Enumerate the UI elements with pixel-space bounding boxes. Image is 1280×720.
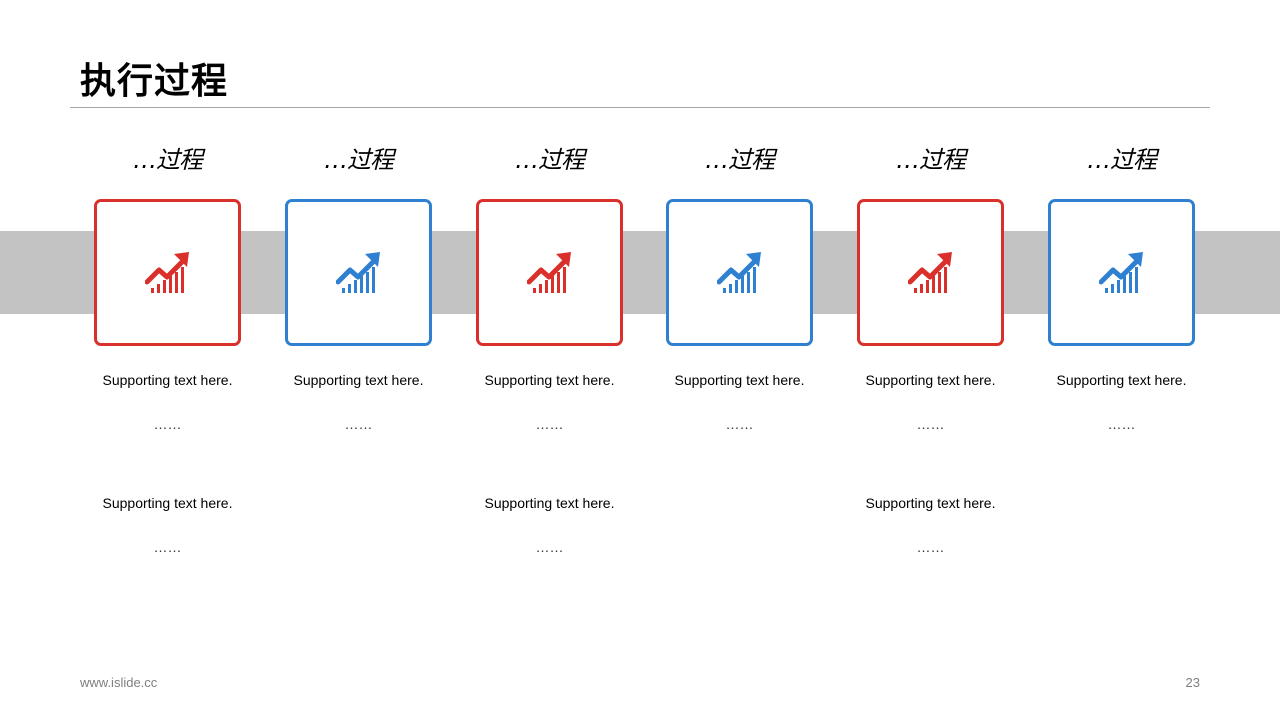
step-heading: …过程 bbox=[1087, 146, 1157, 174]
step-card bbox=[857, 199, 1004, 346]
process-step: …过程 Supporting text here. …… Supporting tex… bbox=[857, 0, 1004, 720]
process-step: …过程 Supporting text here. …… bbox=[666, 0, 813, 720]
process-step: …过程 Supporting text here. …… Supporting tex… bbox=[94, 0, 241, 720]
process-step: …过程 Supporting text here. …… Supporting tex… bbox=[476, 0, 623, 720]
ellipsis-text: …… bbox=[916, 416, 945, 432]
ellipsis-text: …… bbox=[153, 539, 182, 555]
step-heading: …过程 bbox=[705, 146, 775, 174]
ellipsis-text: …… bbox=[153, 416, 182, 432]
supporting-text: Supporting text here. bbox=[865, 495, 996, 511]
slide-title: 执行过程 bbox=[80, 61, 229, 102]
step-heading: …过程 bbox=[515, 146, 585, 174]
growth-chart-icon bbox=[526, 251, 571, 293]
growth-chart-icon bbox=[716, 251, 761, 293]
ellipsis-text: …… bbox=[916, 539, 945, 555]
supporting-text: Supporting text here. bbox=[102, 495, 233, 511]
step-card bbox=[285, 199, 432, 346]
process-step: …过程 Supporting text here. …… bbox=[285, 0, 432, 720]
supporting-text: Supporting text here. bbox=[674, 372, 805, 388]
page-number: 23 bbox=[1185, 675, 1200, 690]
ellipsis-text: …… bbox=[344, 416, 373, 432]
step-card bbox=[476, 199, 623, 346]
supporting-text: Supporting text here. bbox=[102, 372, 233, 388]
supporting-text: Supporting text here. bbox=[293, 372, 424, 388]
supporting-text: Supporting text here. bbox=[865, 372, 996, 388]
supporting-text: Supporting text here. bbox=[484, 372, 615, 388]
ellipsis-text: …… bbox=[535, 539, 564, 555]
step-heading: …过程 bbox=[133, 146, 203, 174]
step-card bbox=[94, 199, 241, 346]
step-card bbox=[666, 199, 813, 346]
step-heading: …过程 bbox=[896, 146, 966, 174]
ellipsis-text: …… bbox=[1107, 416, 1136, 432]
growth-chart-icon bbox=[907, 251, 952, 293]
ellipsis-text: …… bbox=[535, 416, 564, 432]
growth-chart-icon bbox=[1098, 251, 1143, 293]
supporting-text: Supporting text here. bbox=[1056, 372, 1187, 388]
growth-chart-icon bbox=[335, 251, 380, 293]
process-step: …过程 Supporting text here. …… bbox=[1048, 0, 1195, 720]
step-heading: …过程 bbox=[324, 146, 394, 174]
growth-chart-icon bbox=[144, 251, 189, 293]
ellipsis-text: …… bbox=[725, 416, 754, 432]
supporting-text: Supporting text here. bbox=[484, 495, 615, 511]
footer-url: www.islide.cc bbox=[80, 675, 158, 690]
step-card bbox=[1048, 199, 1195, 346]
title-divider bbox=[70, 107, 1210, 108]
